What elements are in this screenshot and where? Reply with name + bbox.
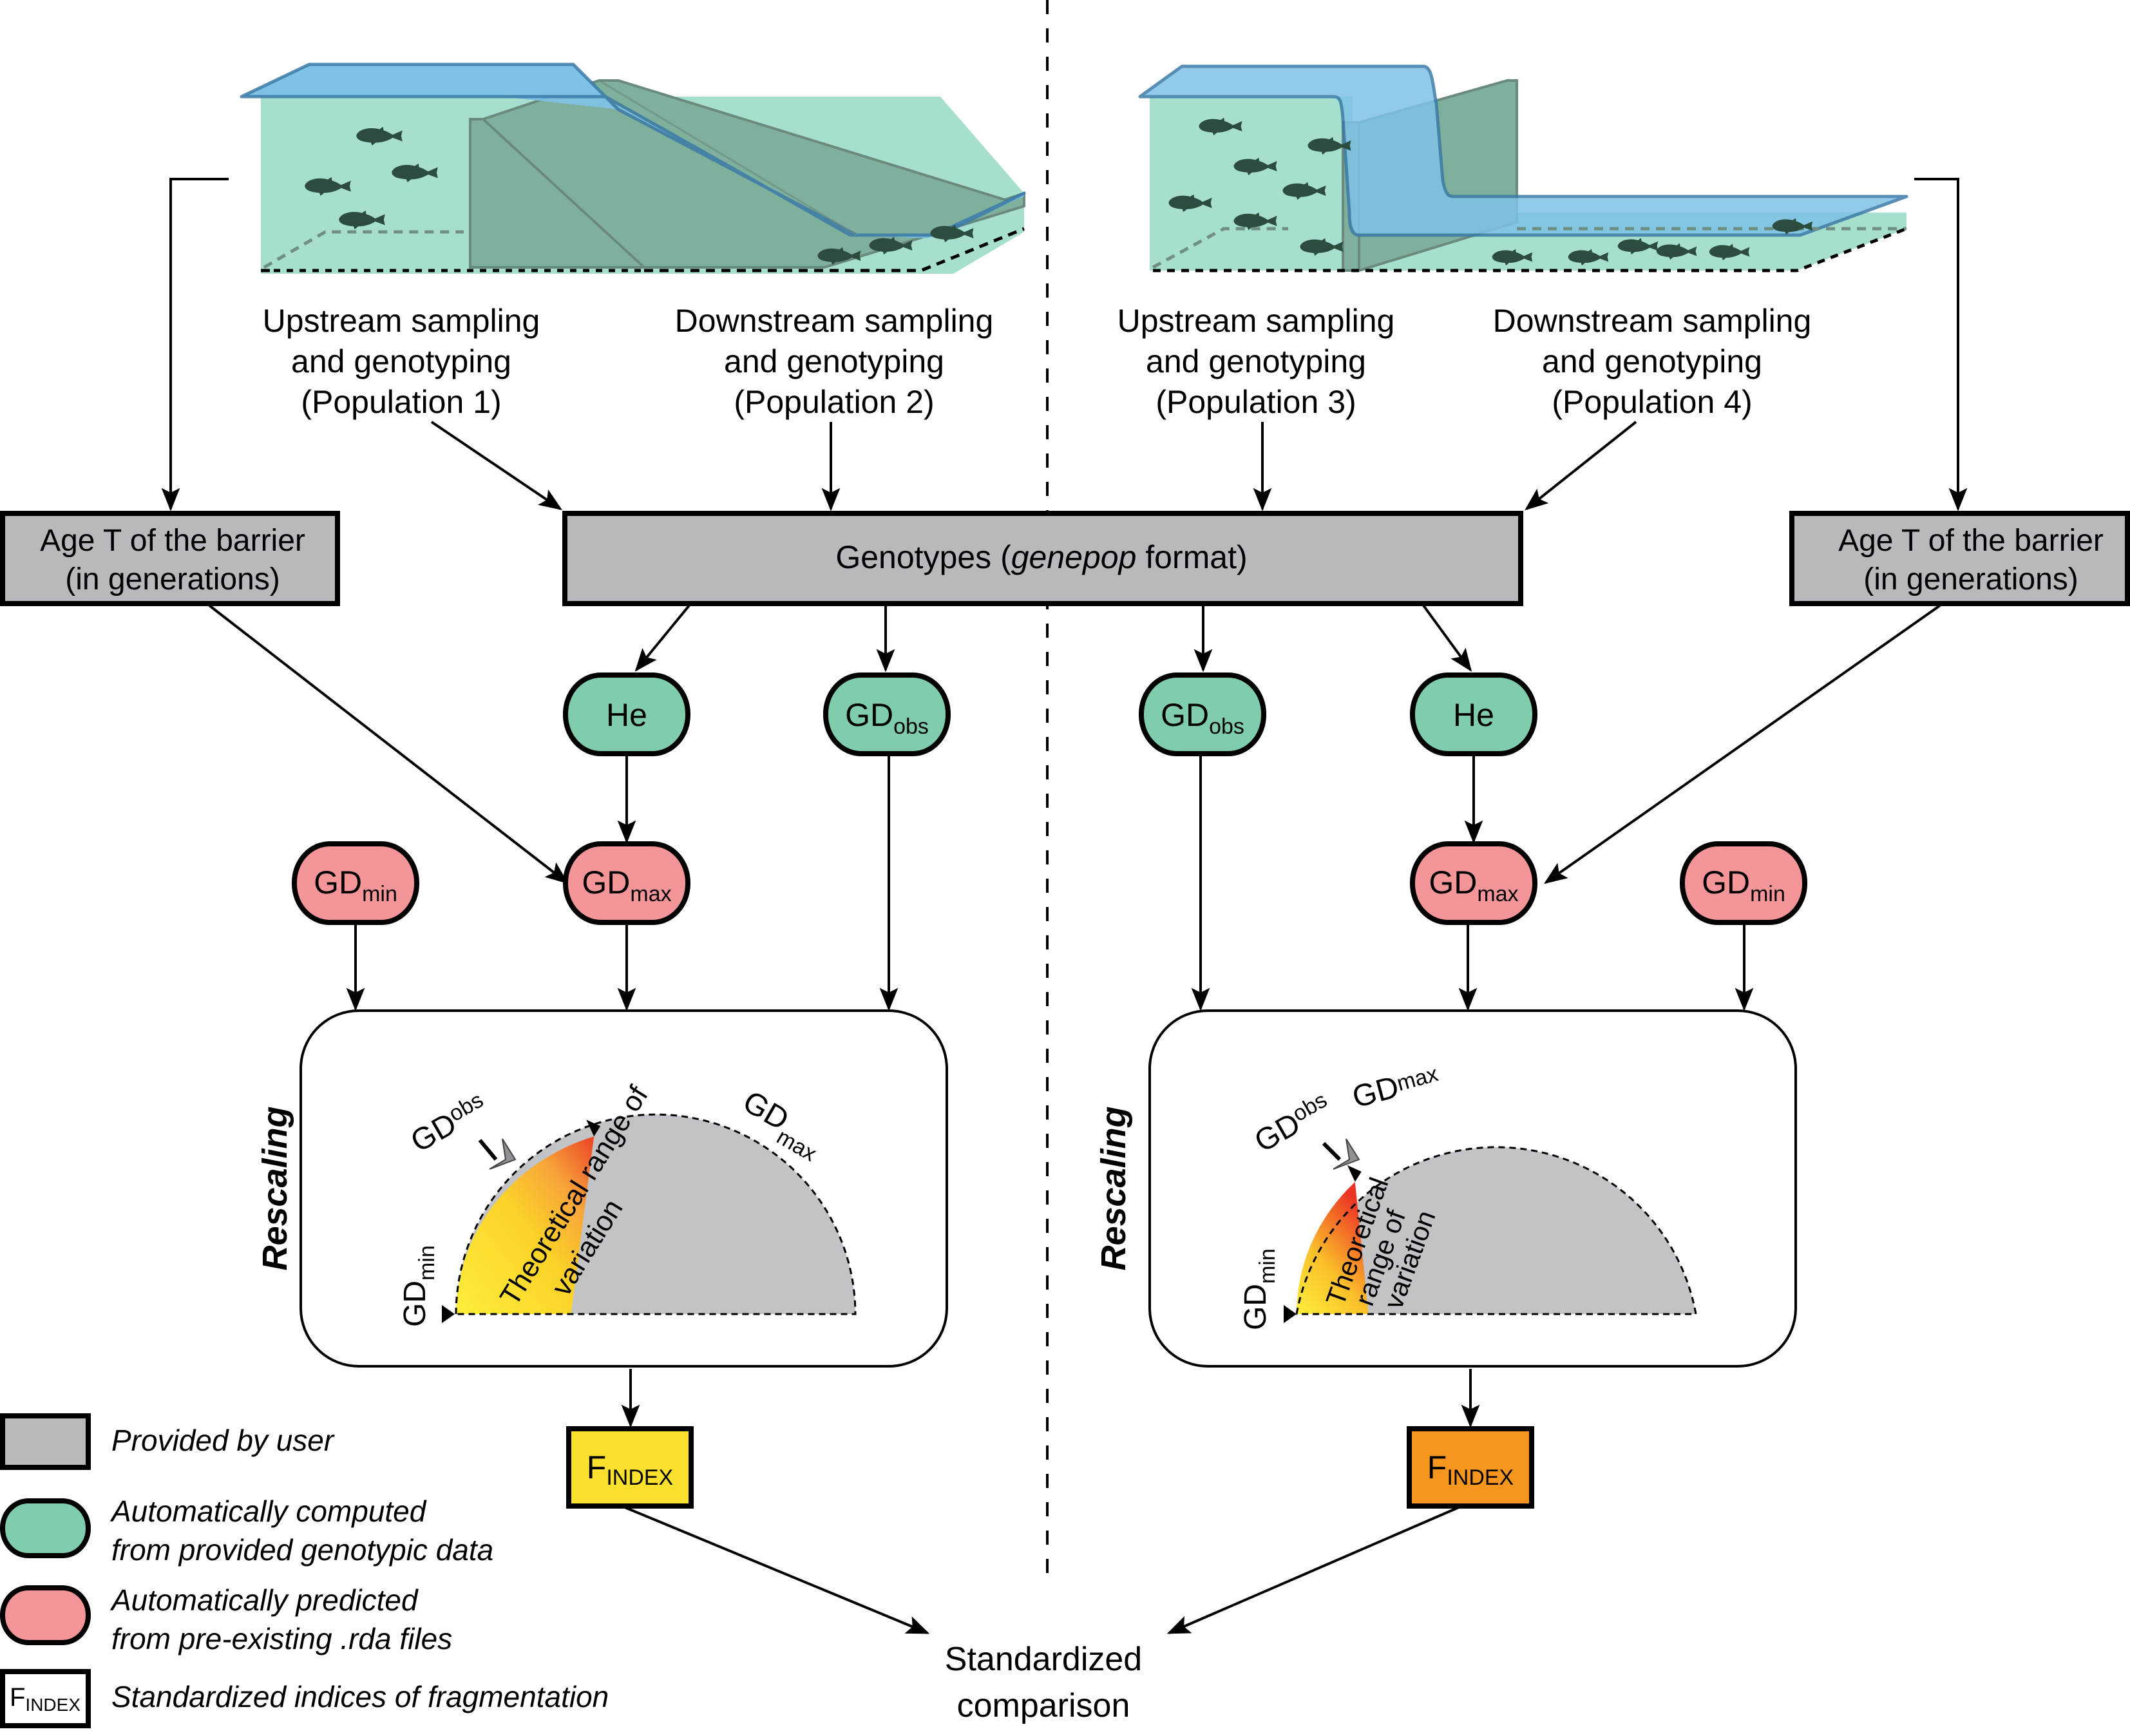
rescaling-box-left: Rescaling GDmin GDobs GDmax Theoretical … xyxy=(256,1009,948,1368)
left-age-line2: (in generations) xyxy=(65,562,280,596)
legend-item-computed: Automatically computed from provided gen… xyxy=(0,1494,493,1567)
gdmax-marker-left xyxy=(586,1120,601,1137)
genotype-arrows xyxy=(208,604,1941,884)
gauge-range-left xyxy=(456,1136,594,1314)
rescaling-label-left: Rescaling xyxy=(256,1106,294,1270)
pop1-line1: Upstream sampling xyxy=(263,303,540,339)
rescale-arrows xyxy=(346,755,1754,1011)
svg-text:comparison: comparison xyxy=(957,1687,1130,1724)
legend: Provided by user Automatically computed … xyxy=(0,1413,609,1728)
arrow-to-left-age xyxy=(161,178,229,511)
svg-text:GDmax: GDmax xyxy=(1429,864,1518,906)
arrow-to-right-age xyxy=(1914,178,1968,511)
right-waterfall-illustration xyxy=(1138,64,1908,272)
svg-text:FINDEX: FINDEX xyxy=(1427,1449,1514,1490)
svg-text:He: He xyxy=(1453,697,1494,733)
gdobs-arrow-left xyxy=(489,1138,517,1170)
standardized-comparison: Standardized comparison xyxy=(945,1641,1142,1724)
svg-text:from provided genotypic data: from provided genotypic data xyxy=(111,1533,493,1567)
svg-text:GDobs: GDobs xyxy=(1161,697,1244,739)
sampling-arrows xyxy=(430,421,1637,511)
right-age-line1: Age T of the barrier xyxy=(1838,524,2104,558)
svg-text:Standardized indices of fragme: Standardized indices of fragmentation xyxy=(111,1680,609,1713)
node-he-right[interactable]: He xyxy=(1410,672,1537,756)
pop4-line2: and genotyping xyxy=(1542,343,1762,379)
node-gdobs-left[interactable]: GDobs xyxy=(823,672,951,756)
gauge-range-right xyxy=(1297,1181,1369,1314)
svg-text:Provided by user: Provided by user xyxy=(111,1424,335,1457)
gauge-gdmin-left: GDmin xyxy=(398,1245,439,1327)
svg-text:FINDEX: FINDEX xyxy=(10,1683,81,1715)
gdobs-arrow-right xyxy=(1333,1138,1360,1170)
node-gdobs-right[interactable]: GDobs xyxy=(1139,672,1266,756)
findex-box-left[interactable]: FINDEX xyxy=(566,1426,694,1509)
gdmin-marker-right xyxy=(1284,1305,1297,1323)
svg-text:GDmin: GDmin xyxy=(1702,864,1785,906)
findex-arrows xyxy=(621,1369,1480,1634)
pop4-line3: (Population 4) xyxy=(1552,384,1752,420)
genotypes-label: Genotypes (genepop format) xyxy=(835,539,1247,575)
pop2-line1: Downstream sampling xyxy=(675,303,994,339)
pop2-line2: and genotyping xyxy=(724,343,944,379)
node-gdmax-left[interactable]: GDmax xyxy=(563,841,690,925)
pop3-line3: (Population 3) xyxy=(1155,384,1356,420)
gdmax-marker-right xyxy=(1347,1165,1362,1182)
pop2-line3: (Population 2) xyxy=(734,384,934,420)
sampling-labels: Upstream sampling and genotyping (Popula… xyxy=(263,303,1812,420)
pop3-line2: and genotyping xyxy=(1146,343,1366,379)
rescaling-box-right: Rescaling GDmin GDobs GDmax Theoretical … xyxy=(1094,1009,1797,1368)
svg-text:GDmin: GDmin xyxy=(314,864,397,906)
svg-text:GDobs: GDobs xyxy=(845,697,929,739)
node-he-left[interactable]: He xyxy=(563,672,690,756)
node-gdmin-right[interactable]: GDmin xyxy=(1680,841,1807,925)
svg-text:He: He xyxy=(606,697,647,733)
left-age-box[interactable]: Age T of the barrier (in generations) xyxy=(0,511,340,606)
node-gdmin-left[interactable]: GDmin xyxy=(292,841,419,925)
gdmin-marker-left xyxy=(442,1305,455,1323)
legend-item-user: Provided by user xyxy=(0,1413,335,1470)
svg-text:from pre-existing .rda files: from pre-existing .rda files xyxy=(111,1622,452,1655)
gauge-gdmin-right: GDmin xyxy=(1239,1248,1280,1330)
findex-box-right[interactable]: FINDEX xyxy=(1407,1426,1534,1509)
left-age-line1: Age T of the barrier xyxy=(40,524,305,558)
pop1-line2: and genotyping xyxy=(291,343,511,379)
rescaling-label-right: Rescaling xyxy=(1094,1106,1133,1270)
right-age-box[interactable]: Age T of the barrier (in generations) xyxy=(1789,511,2130,606)
right-age-line2: (in generations) xyxy=(1863,562,2078,596)
pop4-line1: Downstream sampling xyxy=(1493,303,1812,339)
svg-text:Automatically predicted: Automatically predicted xyxy=(109,1583,419,1617)
left-dam-illustration xyxy=(240,62,1026,274)
svg-text:GDmax: GDmax xyxy=(582,864,671,906)
svg-text:Standardized: Standardized xyxy=(945,1641,1142,1678)
node-gdmax-right[interactable]: GDmax xyxy=(1410,841,1537,925)
genotypes-box[interactable]: Genotypes (genepop format) xyxy=(562,511,1523,606)
legend-item-predicted: Automatically predicted from pre-existin… xyxy=(0,1583,452,1655)
svg-text:Automatically computed: Automatically computed xyxy=(109,1494,427,1528)
pop1-line3: (Population 1) xyxy=(301,384,501,420)
svg-text:FINDEX: FINDEX xyxy=(587,1449,673,1490)
legend-item-findex: FINDEX Standardized indices of fragmenta… xyxy=(0,1669,609,1728)
pop3-line1: Upstream sampling xyxy=(1117,303,1395,339)
